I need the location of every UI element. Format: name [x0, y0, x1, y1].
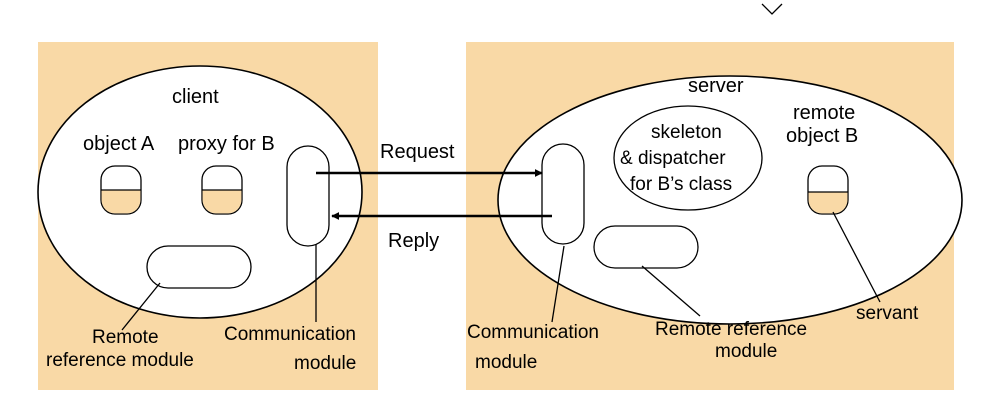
client-comm-module: [286, 145, 330, 247]
server-remote-ref-label-2: module: [715, 341, 777, 362]
object-a: [100, 165, 142, 215]
remote-object-b: [807, 165, 849, 215]
servant-leader: [832, 211, 881, 303]
client-remote-ref-label-1: Remote: [92, 327, 159, 348]
decorative-mark: [761, 3, 783, 15]
skeleton-dispatcher: [613, 105, 763, 211]
reply-label: Reply: [388, 230, 439, 252]
skeleton-label-3: for B’s class: [630, 174, 732, 195]
server-comm-label-2: module: [475, 352, 537, 373]
client-remote-ref-leader: [121, 282, 161, 331]
server-remote-ref-leader: [641, 265, 701, 317]
skeleton-label-1: skeleton: [651, 122, 722, 143]
server-remote-ref-module: [593, 225, 699, 269]
proxy-label: proxy for B: [178, 133, 275, 155]
request-label: Request: [380, 141, 455, 163]
server-comm-leader: [551, 245, 565, 323]
client-ellipse: [37, 65, 363, 319]
server-comm-module: [541, 143, 585, 245]
remote-object-label-1: remote: [793, 102, 855, 124]
servant-label: servant: [856, 303, 919, 324]
client-remote-ref-label-2: reference module: [46, 350, 194, 371]
client-process: client object A proxy for B Remote refer…: [37, 42, 378, 390]
client-title: client: [172, 86, 219, 108]
skeleton-label-2: & dispatcher: [620, 148, 726, 169]
object-a-label: object A: [83, 133, 155, 155]
server-comm-label-1: Communication: [467, 322, 599, 343]
remote-object-label-2: object B: [786, 125, 858, 147]
client-remote-ref-module: [146, 245, 252, 289]
server-title: server: [688, 75, 744, 97]
server-remote-ref-label-1: Remote reference: [655, 319, 807, 340]
messages: Request Reply: [316, 141, 552, 252]
client-comm-label-1: Communication: [224, 324, 356, 345]
client-comm-label-2: module: [294, 353, 356, 374]
proxy-b: [201, 165, 243, 215]
